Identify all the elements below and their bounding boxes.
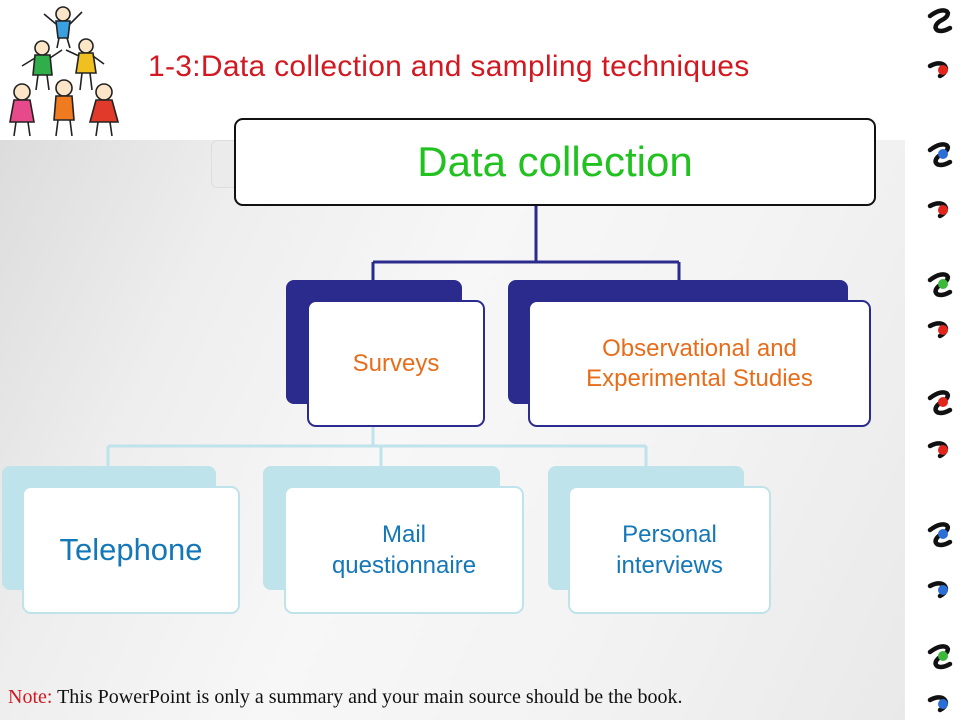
children-pyramid-clipart: [9, 6, 120, 137]
studies-node: Observational and Experimental Studies: [528, 300, 871, 427]
slide-title: 1-3:Data collection and sampling techniq…: [148, 50, 750, 83]
interviews-node: Personal interviews: [568, 486, 771, 614]
footnote: Note: This PowerPoint is only a summary …: [8, 686, 683, 709]
interviews-node-label-line1: Personal: [622, 521, 717, 548]
mail-node: Mail questionnaire: [284, 486, 524, 614]
root-node: Data collection: [234, 118, 876, 206]
telephone-node-label: Telephone: [59, 532, 203, 567]
telephone-node: Telephone: [22, 486, 240, 614]
interviews-node-label-line2: interviews: [616, 552, 723, 579]
root-node-label: Data collection: [417, 138, 693, 185]
studies-node-label-line1: Observational and: [602, 334, 797, 362]
surveys-node-label: Surveys: [352, 349, 440, 377]
studies-node-label-line2: Experimental Studies: [586, 364, 813, 392]
mail-node-label-line1: Mail: [381, 521, 426, 548]
footnote-text: This PowerPoint is only a summary and yo…: [52, 686, 683, 708]
slide-background: [0, 140, 905, 720]
mail-node-label-line2: questionnaire: [331, 552, 477, 579]
footnote-label: Note:: [8, 686, 53, 708]
surveys-node: Surveys: [307, 300, 485, 427]
